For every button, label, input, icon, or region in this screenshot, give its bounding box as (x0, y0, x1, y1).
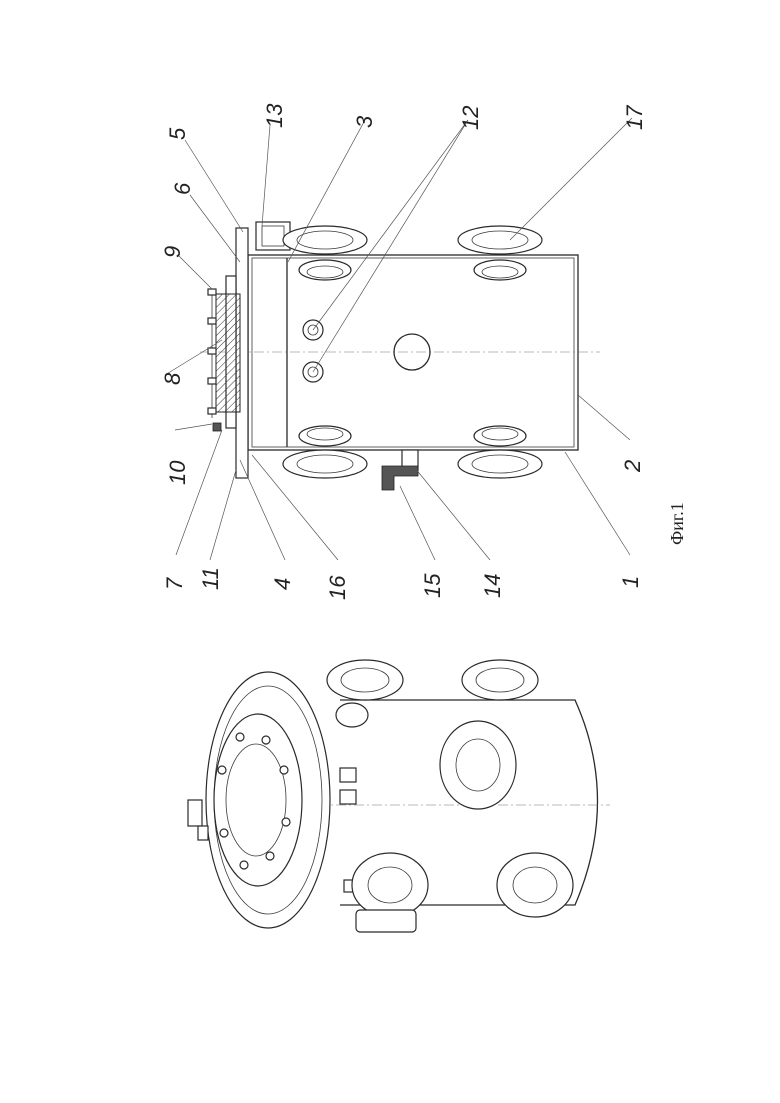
label-7: 7 (162, 577, 187, 590)
label-8: 8 (160, 372, 185, 385)
label-15: 15 (420, 573, 445, 598)
perspective-view (188, 660, 610, 932)
figure-caption: Фиг.1 (667, 502, 687, 545)
label-2: 2 (620, 460, 645, 473)
label-11: 11 (198, 567, 223, 590)
label-10: 10 (165, 460, 190, 485)
label-4: 4 (270, 578, 295, 590)
label-12: 12 (458, 106, 483, 130)
label-3: 3 (352, 115, 377, 128)
vessel-body (248, 255, 578, 450)
label-17: 17 (622, 105, 647, 130)
body-port-center (440, 721, 516, 809)
label-6: 6 (170, 182, 195, 195)
label-1: 1 (618, 576, 643, 588)
label-14: 14 (480, 574, 505, 598)
side-ports (327, 660, 573, 932)
label-16: 16 (325, 575, 350, 600)
section-view (200, 222, 600, 490)
label-5: 5 (165, 127, 190, 140)
window-glass (216, 294, 240, 412)
label-13: 13 (262, 103, 287, 128)
label-9: 9 (160, 246, 185, 258)
